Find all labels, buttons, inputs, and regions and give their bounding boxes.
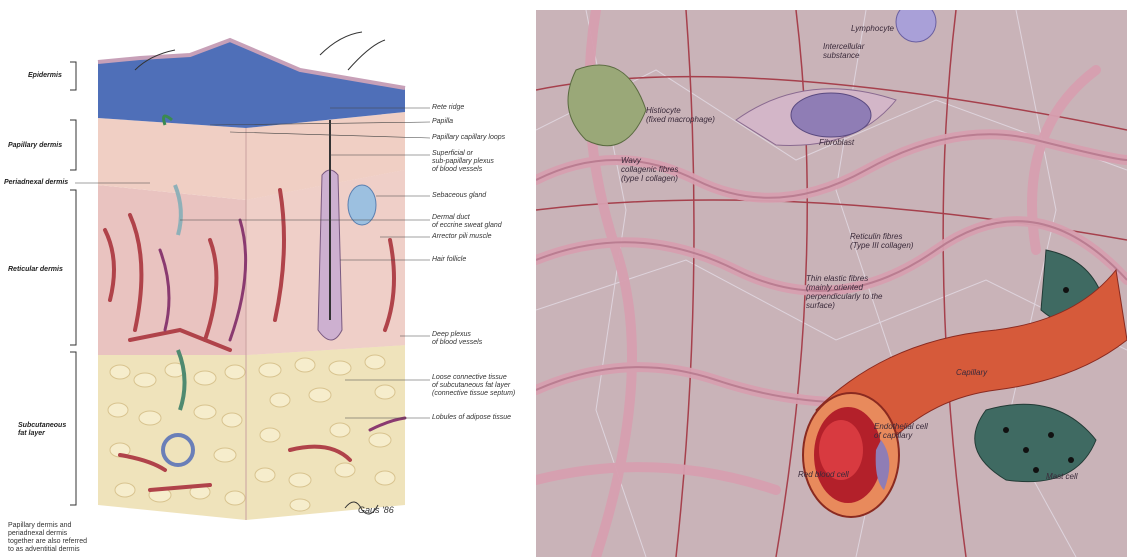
- callout-sebaceous-gland: Sebaceous gland: [432, 192, 486, 200]
- label-histiocyte: Histiocyte (fixed macrophage): [646, 106, 715, 124]
- label-intercellular-substance: Intercellular substance: [823, 42, 864, 60]
- callout-dermal-duct: Dermal duct of eccrine sweat gland: [432, 214, 502, 230]
- label-red-blood-cell: Red blood cell: [798, 470, 849, 479]
- callout-lobules-adipose: Lobules of adipose tissue: [432, 414, 511, 422]
- callout-rete-ridge: Rete ridge: [432, 104, 464, 112]
- label-papillary-dermis: Papillary dermis: [8, 142, 62, 150]
- callout-superficial-plexus: Superficial or sub-papillary plexus of b…: [432, 150, 494, 174]
- label-subcutaneous: Subcutaneous fat layer: [18, 422, 66, 438]
- callout-arrector-pili: Arrector pili muscle: [432, 233, 492, 241]
- label-epidermis: Epidermis: [28, 72, 62, 80]
- label-lymphocyte: Lymphocyte: [851, 24, 894, 33]
- skin-block-illustration: [0, 0, 536, 557]
- skin-cross-section-panel: Epidermis Papillary dermis Periadnexal d…: [0, 0, 536, 557]
- label-reticulin-fibres: Reticulin fibres (Type III collagen): [850, 232, 913, 250]
- artist-signature: Gaus '86: [358, 506, 394, 514]
- label-elastic-fibres: Thin elastic fibres (mainly oriented per…: [806, 274, 883, 310]
- label-wavy-collagen: Wavy collagenic fibres (type I collagen): [621, 156, 678, 183]
- label-endothelial-cell: Endothelial cell of capillary: [874, 422, 928, 440]
- callout-capillary-loops: Papillary capillary loops: [432, 134, 505, 142]
- label-mast-cell: Mast cell: [1046, 472, 1078, 481]
- label-fibroblast: Fibroblast: [819, 138, 854, 147]
- connective-tissue-panel: Lymphocyte Intercellular substance Histi…: [536, 10, 1127, 557]
- callout-hair-follicle: Hair follicle: [432, 256, 466, 264]
- callout-loose-connective: Loose connective tissue of subcutaneous …: [432, 374, 515, 398]
- label-reticular-dermis: Reticular dermis: [8, 266, 63, 274]
- callout-deep-plexus: Deep plexus of blood vessels: [432, 331, 482, 347]
- label-periadnexal-dermis: Periadnexal dermis: [4, 179, 68, 187]
- callout-papilla: Papilla: [432, 118, 453, 126]
- label-capillary: Capillary: [956, 368, 987, 377]
- footnote: Papillary dermis and periadnexal dermis …: [8, 522, 87, 554]
